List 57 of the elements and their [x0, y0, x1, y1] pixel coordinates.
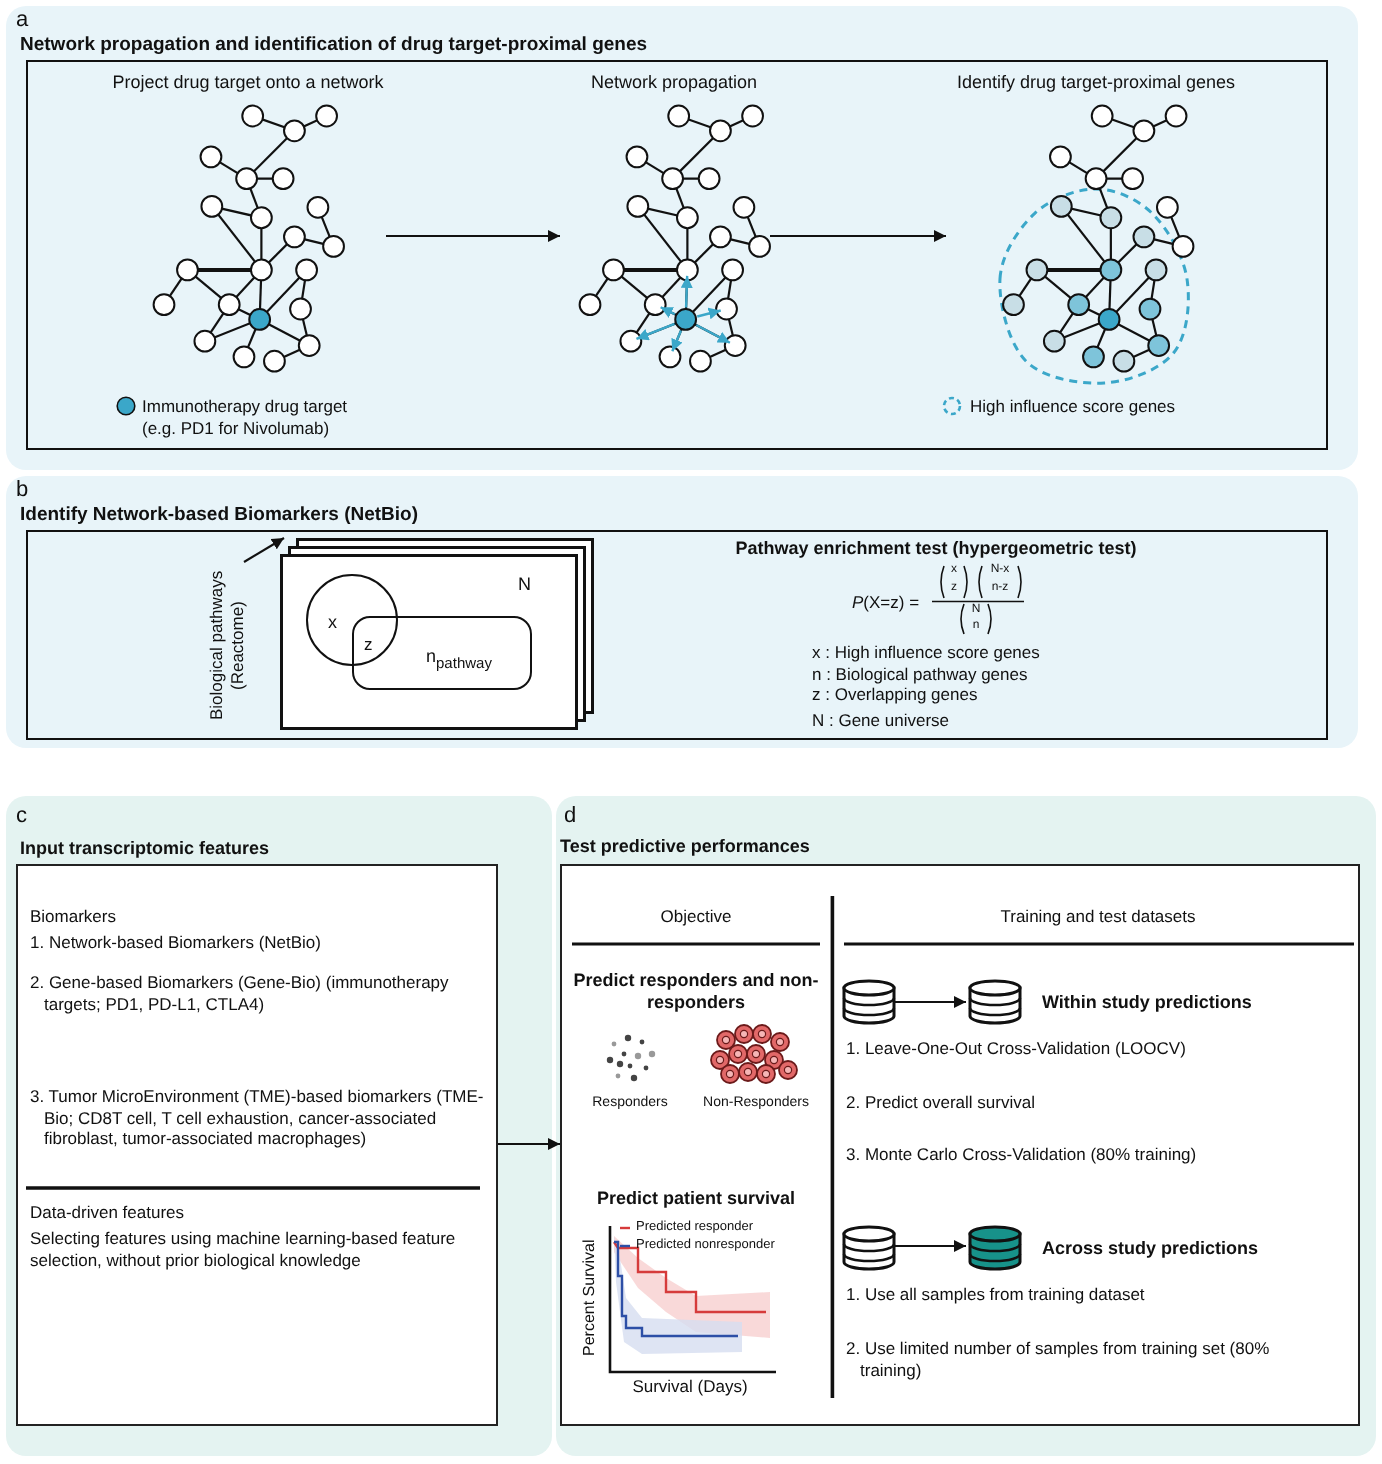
panel-letter: d	[564, 804, 577, 832]
content-box	[560, 864, 1360, 1426]
list-item: 1. Leave-One-Out Cross-Validation (LOOCV)	[846, 1038, 1186, 1060]
arrow	[498, 1138, 560, 1150]
panel-letter: c	[16, 804, 27, 832]
column-header: Objective	[660, 906, 732, 928]
list-item: 3. Tumor MicroEnvironment (TME)-based biomarkers (TME-Bio; CD8T cell, T cell exhaustion, cancer-associated fibroblast, tumor-associated macrophages)	[30, 1086, 486, 1150]
axis-title: Percent Survival	[580, 1237, 600, 1361]
panel-title: Network propagation and identification of drug target-proximal genes	[20, 34, 648, 58]
body-text: Selecting features using machine learning-based feature selection, without prior biological knowledge	[30, 1228, 458, 1271]
arrow	[770, 230, 946, 242]
set-label: x	[328, 612, 337, 635]
arrow	[894, 1240, 966, 1252]
panel-background	[6, 6, 1358, 470]
definition-text: n : Biological pathway genes	[812, 664, 1028, 686]
panel-background	[6, 796, 552, 1456]
arrow	[386, 230, 560, 242]
section-heading: Across study predictions	[1042, 1238, 1259, 1261]
arrow	[894, 996, 966, 1008]
definition-text: z : Overlapping genes	[812, 684, 978, 706]
legend-text: Immunotherapy drug target (e.g. PD1 for Nivolumab)	[142, 396, 350, 439]
panel-title: Input transcriptomic features	[20, 838, 270, 861]
content-box	[16, 864, 498, 1426]
set-label: z	[364, 634, 373, 656]
list-item: 3. Monte Carlo Cross-Validation (80% training)	[846, 1144, 1197, 1166]
panel-background	[556, 796, 1376, 1456]
vertical-label: Biological pathways (Reactome)	[206, 562, 254, 730]
definition-text: N : Gene universe	[812, 710, 950, 732]
column-header: Training and test datasets	[1000, 906, 1196, 928]
list-item: 1. Network-based Biomarkers (NetBio)	[30, 932, 323, 954]
panel-title: Identify Network-based Biomarkers (NetBio)	[20, 504, 419, 528]
list-item: 2. Gene-based Biomarkers (Gene-Bio) (immunotherapy targets; PD1, PD-L1, CTLA4)	[30, 972, 451, 1015]
objective-heading: Predict responders and non-responders	[572, 970, 820, 1015]
list-item: 2. Use limited number of samples from training set (80% training)	[846, 1338, 1272, 1381]
panel-background	[6, 476, 1358, 748]
section-heading: Within study predictions	[1042, 992, 1252, 1015]
list-item: 1. Use all samples from training dataset	[846, 1284, 1145, 1306]
section-heading: Pathway enrichment test (hypergeometric test)	[735, 538, 1137, 561]
panel-letter: a	[16, 8, 29, 36]
section-heading: Biomarkers	[30, 906, 118, 928]
formula-text: P(X=z) =	[852, 592, 920, 614]
legend-text: High influence score genes	[970, 396, 1176, 418]
set-label: n$_{pathway}$	[426, 646, 492, 675]
arrow	[243, 537, 285, 563]
set-label: N	[518, 574, 531, 597]
axis-title: Survival (Days)	[632, 1376, 748, 1398]
panel-letter: b	[16, 478, 29, 506]
venn-circle	[306, 574, 398, 666]
stage-heading: Network propagation	[590, 72, 758, 95]
definition-text: x : High influence score genes	[812, 642, 1040, 664]
panel-title: Test predictive performances	[560, 836, 810, 859]
stage-heading: Project drug target onto a network	[112, 72, 384, 95]
list-item: 2. Predict overall survival	[846, 1092, 1035, 1114]
pathway-set-box	[352, 616, 532, 690]
objective-heading: Predict patient survival	[596, 1188, 796, 1211]
stage-heading: Identify drug target-proximal genes	[956, 72, 1236, 95]
section-heading: Data-driven features	[30, 1202, 187, 1224]
